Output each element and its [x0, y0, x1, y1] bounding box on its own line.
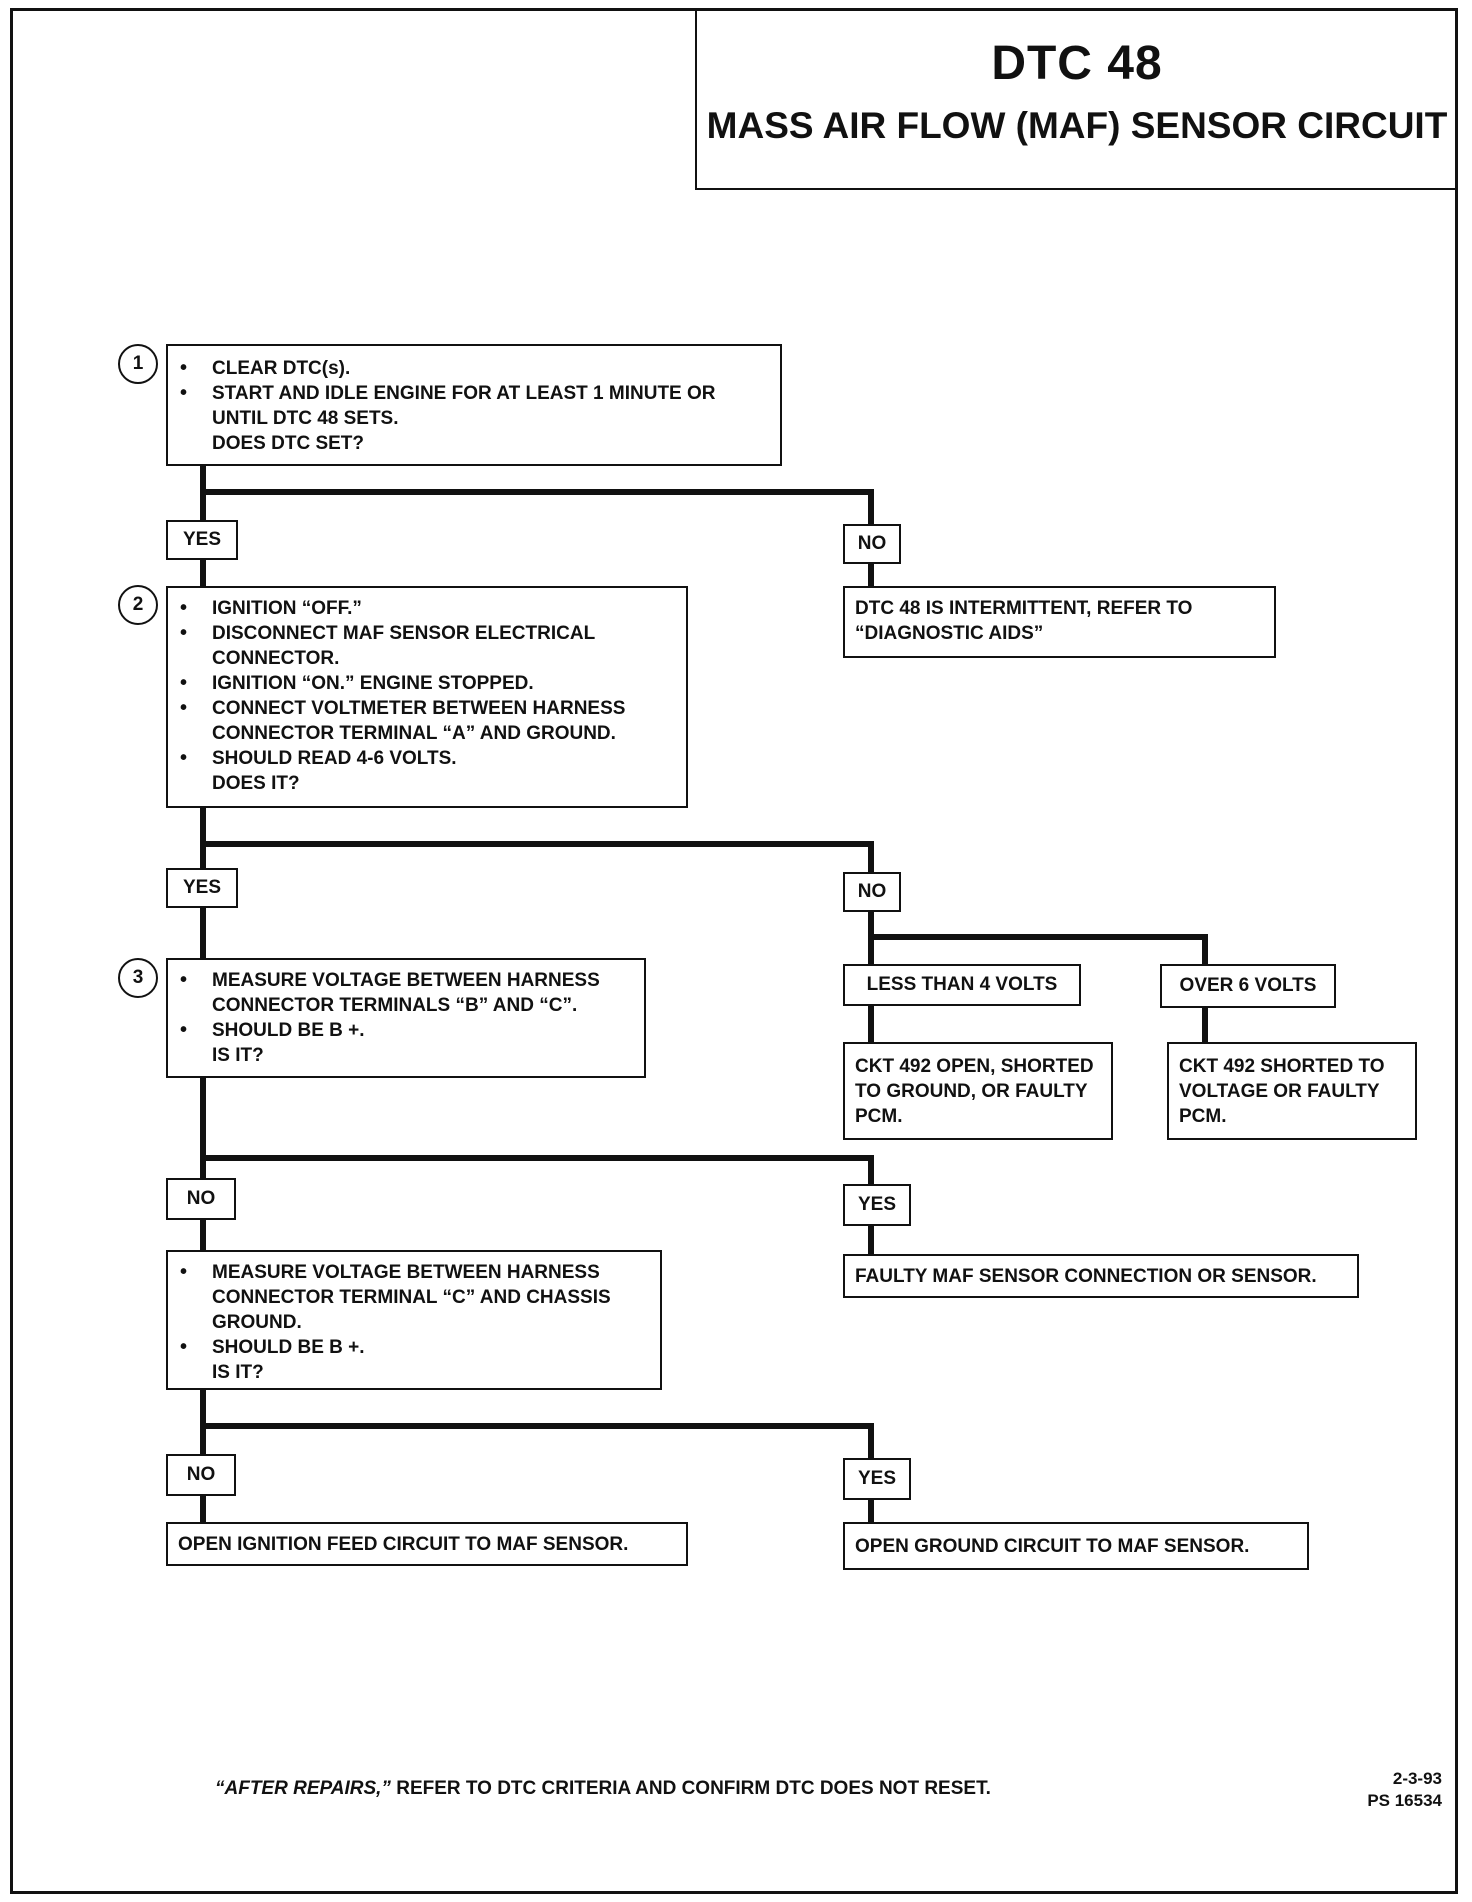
footer-note-rest: REFER TO DTC CRITERIA AND CONFIRM DTC DO… — [390, 1778, 991, 1799]
label-yes-3: YES — [843, 1184, 911, 1226]
result-intermittent: DTC 48 IS INTERMITTENT, REFER TO “DIAGNO… — [843, 586, 1276, 658]
footer-note-italic: “AFTER REPAIRS,” — [215, 1778, 391, 1799]
step-3-line-1: MEASURE VOLTAGE BETWEEN HARNESS CONNECTO… — [178, 968, 634, 1018]
reference-ps-number: PS 16534 — [1367, 1791, 1442, 1810]
label-yes-4: YES — [843, 1458, 911, 1500]
page-subtitle: MASS AIR FLOW (MAF) SENSOR CIRCUIT — [706, 105, 1448, 146]
step-1-line-2: START AND IDLE ENGINE FOR AT LEAST 1 MIN… — [178, 381, 770, 431]
result-open-ignition: OPEN IGNITION FEED CIRCUIT TO MAF SENSOR… — [166, 1522, 688, 1566]
step-2-line-1: IGNITION “OFF.” — [178, 596, 676, 621]
label-no-3: NO — [166, 1178, 236, 1220]
page-frame — [10, 8, 1458, 1894]
step-2-line-3: IGNITION “ON.” ENGINE STOPPED. — [178, 671, 676, 696]
step-3-box: MEASURE VOLTAGE BETWEEN HARNESS CONNECTO… — [166, 958, 646, 1078]
result-ckt-shorted: CKT 492 SHORTED TO VOLTAGE OR FAULTY PCM… — [1167, 1042, 1417, 1140]
label-no-1: NO — [843, 524, 901, 564]
label-no-4: NO — [166, 1454, 236, 1496]
step-4-question: IS IT? — [212, 1362, 264, 1383]
step-1-question: DOES DTC SET? — [212, 433, 365, 454]
footer-note: “AFTER REPAIRS,” REFER TO DTC CRITERIA A… — [215, 1778, 991, 1800]
step-number-3: 3 — [118, 958, 158, 998]
step-3-line-2: SHOULD BE B +. — [178, 1018, 634, 1043]
step-4-box: MEASURE VOLTAGE BETWEEN HARNESS CONNECTO… — [166, 1250, 662, 1390]
connector-s1-no — [200, 489, 874, 533]
step-1-box: CLEAR DTC(s). START AND IDLE ENGINE FOR … — [166, 344, 782, 466]
title-block: DTC 48 MASS AIR FLOW (MAF) SENSOR CIRCUI… — [695, 10, 1457, 190]
page-title: DTC 48 — [991, 37, 1163, 90]
result-ckt-open: CKT 492 OPEN, SHORTED TO GROUND, OR FAUL… — [843, 1042, 1113, 1140]
step-4-line-2: SHOULD BE B +. — [178, 1335, 650, 1360]
step-2-line-4: CONNECT VOLTMETER BETWEEN HARNESS CONNEC… — [178, 696, 676, 746]
connector-no-over — [868, 934, 1208, 969]
step-number-2: 2 — [118, 585, 158, 625]
label-yes-1: YES — [166, 520, 238, 560]
label-over-6-volts: OVER 6 VOLTS — [1160, 964, 1336, 1008]
result-faulty-maf: FAULTY MAF SENSOR CONNECTION OR SENSOR. — [843, 1254, 1359, 1298]
result-open-ground: OPEN GROUND CIRCUIT TO MAF SENSOR. — [843, 1522, 1309, 1570]
step-4-line-1: MEASURE VOLTAGE BETWEEN HARNESS CONNECTO… — [178, 1260, 650, 1335]
step-2-line-2: DISCONNECT MAF SENSOR ELECTRICAL CONNECT… — [178, 621, 676, 671]
label-less-than-4-volts: LESS THAN 4 VOLTS — [843, 964, 1081, 1006]
step-2-box: IGNITION “OFF.” DISCONNECT MAF SENSOR EL… — [166, 586, 688, 808]
step-2-question: DOES IT? — [212, 773, 300, 794]
reference-date: 2-3-93 — [1392, 1769, 1442, 1788]
label-yes-2: YES — [166, 868, 238, 908]
connector-s4-yes — [200, 1423, 874, 1461]
step-2-line-5: SHOULD READ 4-6 VOLTS. — [178, 746, 676, 771]
connector-s2-no — [200, 841, 874, 880]
reference-block: 2-3-93 PS 16534 — [1367, 1768, 1442, 1812]
step-3-question: IS IT? — [212, 1045, 264, 1066]
connector-s3-yes — [200, 1155, 874, 1192]
step-1-line-1: CLEAR DTC(s). — [178, 356, 770, 381]
label-no-2: NO — [843, 872, 901, 912]
step-number-1: 1 — [118, 344, 158, 384]
